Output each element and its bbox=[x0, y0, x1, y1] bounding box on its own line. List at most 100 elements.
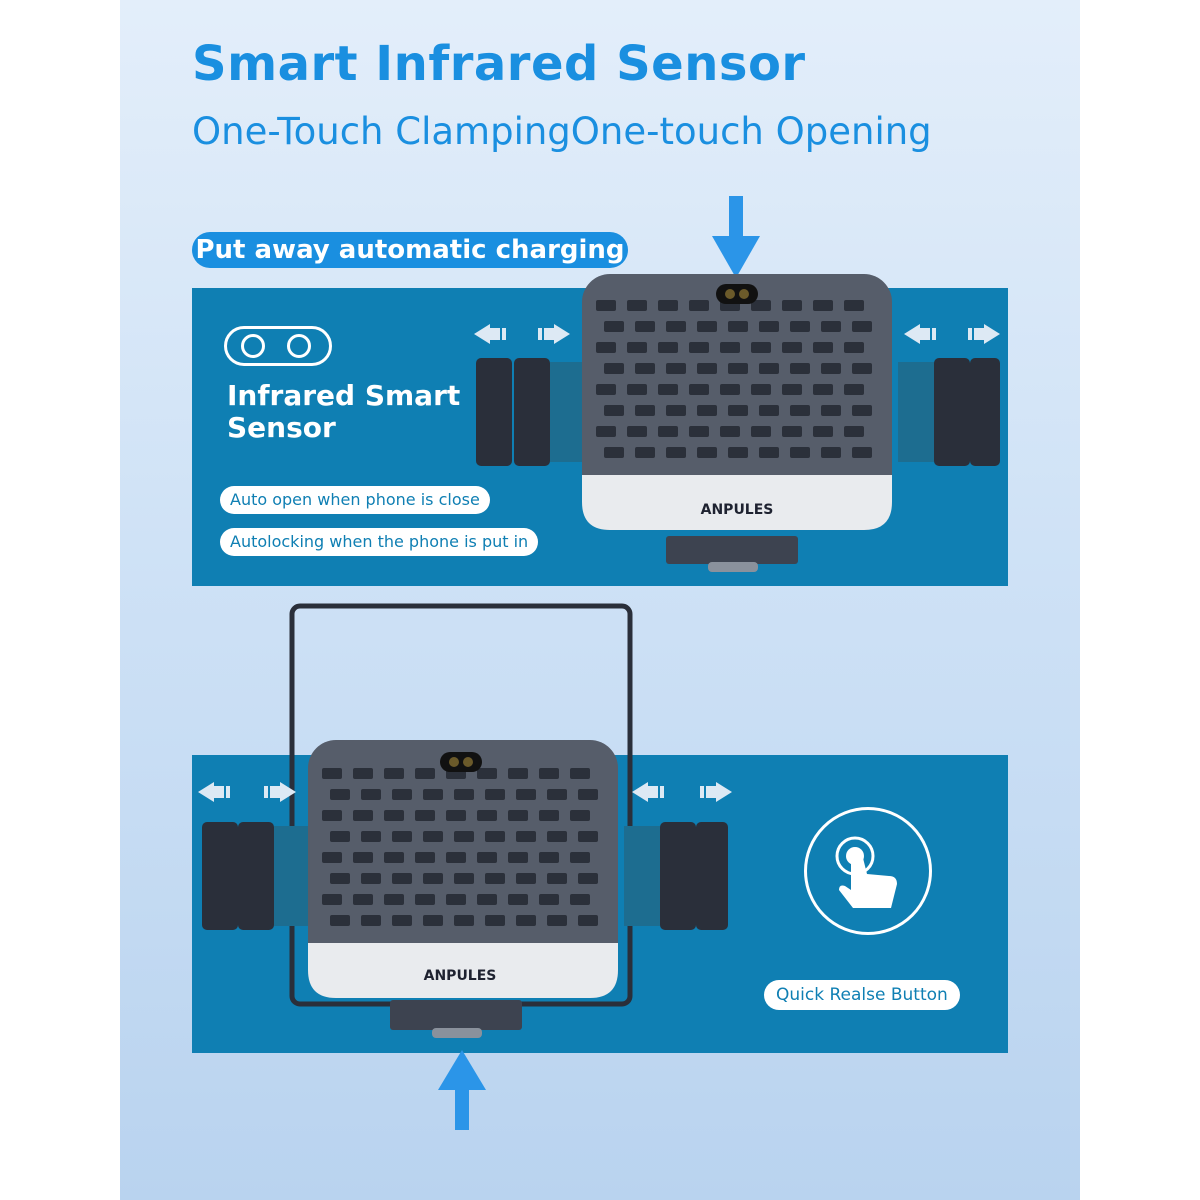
feature-autolocking: Autolocking when the phone is put in bbox=[220, 528, 539, 556]
vent-slot bbox=[330, 789, 350, 800]
vent-slot bbox=[539, 852, 559, 863]
vent-slot bbox=[547, 915, 567, 926]
vent-slot bbox=[361, 831, 381, 842]
touch-finger-icon bbox=[804, 807, 932, 935]
vent-slot bbox=[666, 447, 686, 458]
vent-slot bbox=[485, 873, 505, 884]
vent-slot bbox=[689, 384, 709, 395]
vent-slot bbox=[516, 789, 536, 800]
sensor-label-line1: Infrared Smart bbox=[227, 379, 461, 412]
vent-slot bbox=[415, 894, 435, 905]
vent-slot bbox=[415, 768, 435, 779]
left-arm bbox=[476, 358, 586, 466]
vent-slot bbox=[322, 810, 342, 821]
left-arm-bottom bbox=[202, 822, 310, 930]
vent-slot bbox=[446, 810, 466, 821]
vent-slot bbox=[782, 342, 802, 353]
vent-slot bbox=[635, 321, 655, 332]
down-arrow-icon bbox=[712, 196, 760, 278]
vent-slot bbox=[720, 342, 740, 353]
vent-slot bbox=[658, 342, 678, 353]
vent-slot bbox=[759, 363, 779, 374]
vent-slot bbox=[790, 447, 810, 458]
vent-slot bbox=[751, 300, 771, 311]
vent-slot bbox=[322, 894, 342, 905]
vent-slot bbox=[790, 321, 810, 332]
charger-mount-bottom: ANPULES bbox=[192, 738, 752, 1058]
vent-slot bbox=[392, 789, 412, 800]
vent-slot bbox=[821, 405, 841, 416]
vent-slot bbox=[539, 768, 559, 779]
vent-slot bbox=[330, 873, 350, 884]
vent-slot bbox=[454, 873, 474, 884]
vent-slot bbox=[477, 894, 497, 905]
quick-release-button[interactable]: Quick Realse Button bbox=[764, 980, 960, 1010]
vent-slot bbox=[322, 768, 342, 779]
vent-slot bbox=[689, 300, 709, 311]
vent-slot bbox=[516, 831, 536, 842]
vent-slot bbox=[415, 852, 435, 863]
vent-slot bbox=[423, 915, 443, 926]
vent-slot bbox=[821, 321, 841, 332]
vent-slot bbox=[423, 831, 443, 842]
vent-slot bbox=[539, 810, 559, 821]
product-canvas: Smart Infrared Sensor One-Touch Clamping… bbox=[120, 0, 1080, 1200]
vent-slot bbox=[782, 426, 802, 437]
vent-slot bbox=[361, 873, 381, 884]
vent-slot bbox=[627, 426, 647, 437]
vent-slot bbox=[790, 363, 810, 374]
vent-slot bbox=[821, 363, 841, 374]
vent-slot bbox=[570, 768, 590, 779]
vent-slot bbox=[604, 447, 624, 458]
right-arm-bottom bbox=[624, 822, 728, 930]
vent-slot bbox=[635, 447, 655, 458]
vent-slot bbox=[578, 789, 598, 800]
vent-slot bbox=[392, 873, 412, 884]
section-pill: Put away automatic charging bbox=[192, 232, 628, 268]
vent-slot bbox=[353, 768, 373, 779]
vent-slot bbox=[477, 852, 497, 863]
vent-slot bbox=[392, 915, 412, 926]
vent-slot bbox=[813, 426, 833, 437]
vent-slot bbox=[353, 852, 373, 863]
vent-slot bbox=[852, 363, 872, 374]
vent-slot bbox=[596, 342, 616, 353]
vent-slot bbox=[485, 789, 505, 800]
vent-slot bbox=[844, 342, 864, 353]
vent-slot bbox=[508, 768, 528, 779]
vent-slot bbox=[415, 810, 435, 821]
vent-slot bbox=[423, 789, 443, 800]
vent-slot bbox=[446, 852, 466, 863]
vent-slot bbox=[689, 426, 709, 437]
vent-slot bbox=[446, 894, 466, 905]
vent-slot bbox=[635, 363, 655, 374]
vent-slot bbox=[635, 405, 655, 416]
vent-slot bbox=[604, 363, 624, 374]
vent-slot bbox=[604, 405, 624, 416]
vent-slot bbox=[547, 831, 567, 842]
vent-slot bbox=[790, 405, 810, 416]
vent-slot bbox=[516, 873, 536, 884]
vent-slot bbox=[728, 405, 748, 416]
vent-slot bbox=[697, 363, 717, 374]
vent-slot bbox=[720, 384, 740, 395]
brand-logo-top: ANPULES bbox=[701, 502, 774, 518]
vent-slot bbox=[821, 447, 841, 458]
vent-slot bbox=[570, 852, 590, 863]
vent-slot bbox=[477, 768, 497, 779]
vent-slot bbox=[570, 810, 590, 821]
vent-slot bbox=[852, 321, 872, 332]
infrared-sensor-icon bbox=[224, 326, 332, 366]
vent-slot bbox=[485, 831, 505, 842]
vent-slot bbox=[844, 300, 864, 311]
vent-slot bbox=[539, 894, 559, 905]
vent-slot bbox=[627, 342, 647, 353]
sensor-label: Infrared Smart Sensor bbox=[227, 380, 487, 444]
vent-slot bbox=[782, 384, 802, 395]
vent-slot bbox=[720, 426, 740, 437]
vent-slot bbox=[508, 810, 528, 821]
vent-slot bbox=[547, 873, 567, 884]
vent-slot bbox=[658, 426, 678, 437]
vent-slot bbox=[596, 300, 616, 311]
vent-slot bbox=[508, 894, 528, 905]
